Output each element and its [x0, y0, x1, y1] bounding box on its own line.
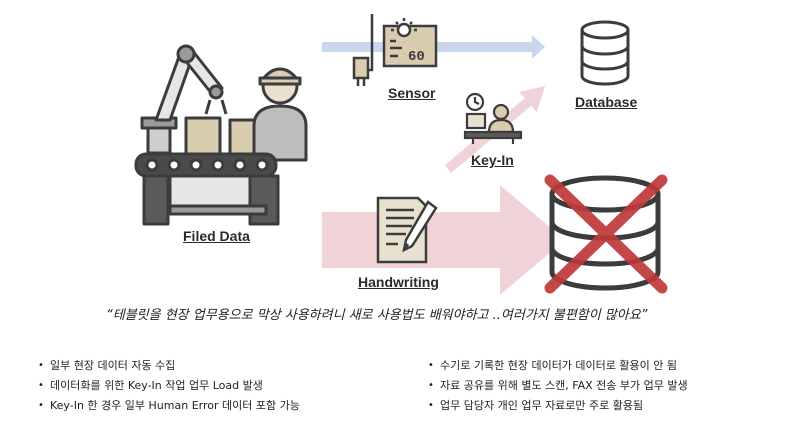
database-icon	[580, 20, 630, 86]
list-item: 일부 현장 데이터 자동 수집	[38, 356, 300, 376]
left-bullet-list: 일부 현장 데이터 자동 수집 데이터화를 위한 Key-In 작업 업무 Lo…	[38, 356, 300, 416]
list-item: 업무 담당자 개인 업무 자료로만 주로 활용됨	[428, 396, 688, 416]
unusable-database-icon	[544, 174, 668, 294]
key-in-label: Key-In	[471, 152, 514, 168]
list-item: 데이터화를 위한 Key-In 작업 업무 Load 발생	[38, 376, 300, 396]
database-label: Database	[575, 94, 638, 110]
list-item: 수기로 기록한 현장 데이터가 데이터로 활용이 안 됨	[428, 356, 688, 376]
key-in-worker-icon	[463, 92, 523, 144]
sensor-icon: 60	[352, 14, 438, 86]
cross-mark-icon	[544, 174, 668, 294]
user-quote: “테블릿을 현장 업무용으로 막상 사용하려니 새로 사용법도 배워야하고 ..…	[106, 308, 648, 323]
filed-data-label: Filed Data	[183, 228, 250, 244]
list-item: 자료 공유를 위해 별도 스캔, FAX 전송 부가 업무 발생	[428, 376, 688, 396]
sensor-display-value: 60	[408, 49, 425, 65]
right-bullet-list: 수기로 기록한 현장 데이터가 데이터로 활용이 안 됨 자료 공유를 위해 별…	[428, 356, 688, 416]
handwriting-document-icon	[376, 196, 438, 264]
list-item: Key-In 한 경우 일부 Human Error 데이터 포함 가능	[38, 396, 300, 416]
sensor-label: Sensor	[388, 85, 436, 101]
handwriting-label: Handwriting	[358, 274, 439, 290]
factory-assembly-line-icon	[134, 44, 308, 226]
